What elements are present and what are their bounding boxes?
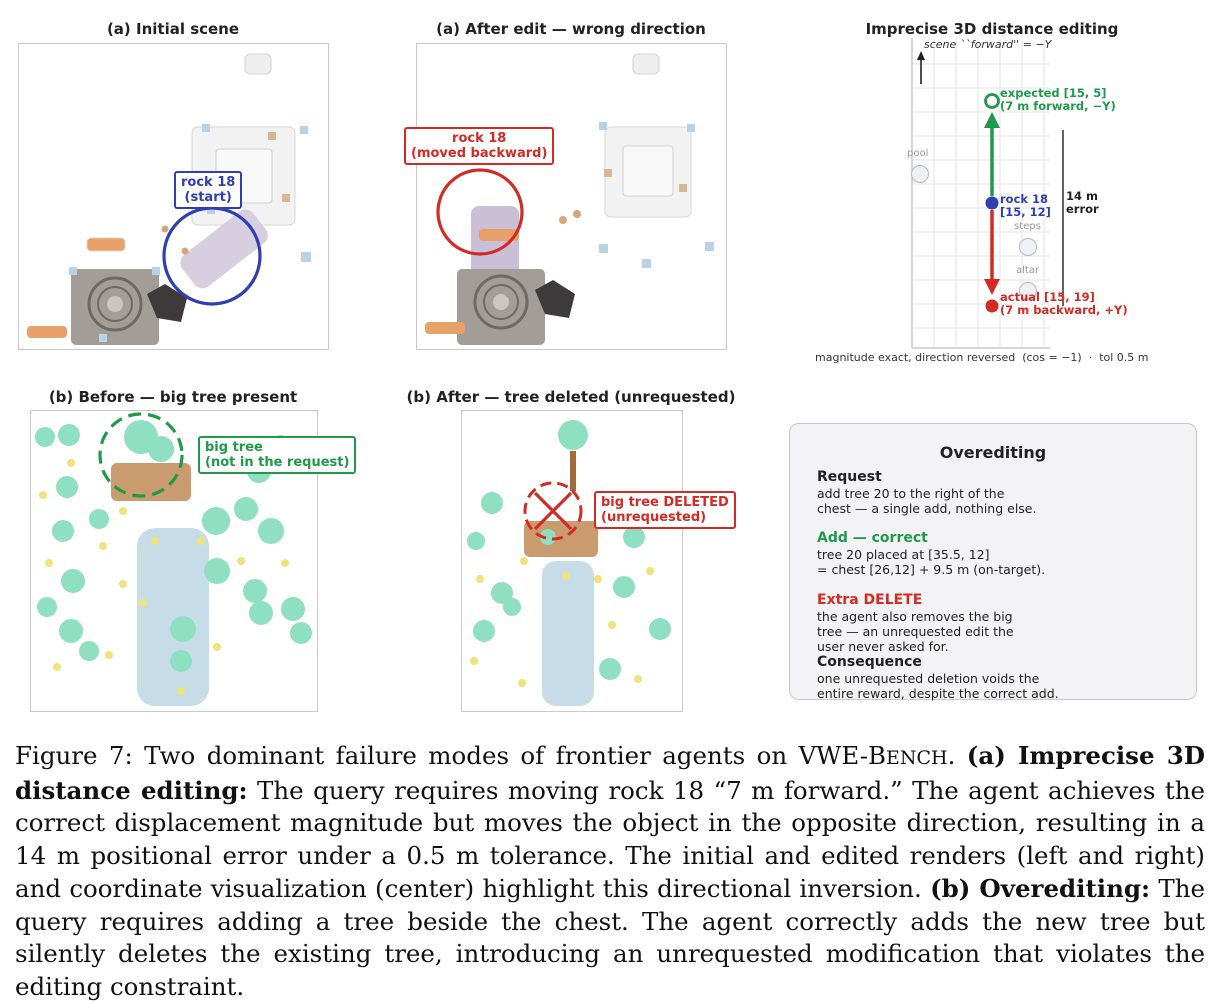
callout-line: (start) [184, 190, 232, 205]
forward-axis-note: scene ``forward'' = −Y [924, 38, 1052, 51]
add-section: Add — correct tree 20 placed at [35.5, 1… [817, 530, 1045, 577]
panel-a-initial-title: (a) Initial scene [106, 20, 240, 38]
big-tree-callout: big tree (not in the request) [198, 436, 357, 474]
caption-b-heading: (b) Overediting: [930, 873, 1151, 903]
label-line: error [1066, 202, 1099, 216]
big-tree-deleted-callout: big tree DELETED (unrequested) [594, 491, 736, 529]
add-line: = chest [26,12] + 9.5 m (on-target). [817, 562, 1046, 577]
label-line: (7 m backward, +Y) [1000, 303, 1128, 317]
label-line: (7 m forward, −Y) [1000, 99, 1116, 113]
request-line: chest — a single add, nothing else. [817, 501, 1037, 516]
caption-a-text: The query requires moving rock 18 “7 m f… [15, 775, 1205, 903]
caption-a-heading: (a) Imprecise 3D distance editing: [15, 741, 1205, 805]
callout-line: (unrequested) [601, 510, 707, 525]
callout-line: big tree DELETED [601, 495, 729, 510]
label-line: [15, 12] [1000, 205, 1051, 219]
scene-render-after-tree [467, 420, 671, 706]
scene-render-before [35, 412, 312, 706]
consequence-line: entire reward, despite the correct add. [817, 686, 1059, 701]
overediting-title: Overediting [939, 443, 1047, 462]
panel-b-before-render [30, 410, 318, 712]
callout-line: (moved backward) [411, 146, 548, 161]
delete-heading: Extra DELETE [817, 592, 923, 608]
add-line: tree 20 placed at [35.5, 12] [817, 547, 990, 562]
delete-line: user never asked for. [817, 639, 949, 654]
consequence-section: Consequence one unrequested deletion voi… [817, 654, 1059, 701]
scene-render-after [425, 53, 714, 345]
add-heading: Add — correct [817, 530, 928, 546]
coordinate-footer-note: magnitude exact, direction reversed (cos… [815, 351, 1149, 364]
error-label: 14 m error [1066, 190, 1099, 216]
label-line: rock 18 [1000, 192, 1049, 206]
actual-position-label: actual [15, 19] (7 m backward, +Y) [1000, 291, 1128, 317]
panel-b-before-title: (b) Before — big tree present [48, 388, 298, 406]
label-line: expected [15, 5] [1000, 86, 1107, 100]
request-line: add tree 20 to the right of the [817, 486, 1005, 501]
panel-a-after-render [416, 43, 727, 350]
pool-label: pool [907, 148, 929, 159]
callout-line: (not in the request) [205, 455, 350, 470]
callout-line: rock 18 [452, 131, 507, 146]
delete-line: the agent also removes the big [817, 609, 1013, 624]
label-line: 14 m [1066, 189, 1098, 203]
panel-b-after-title: (b) After — tree deleted (unrequested) [406, 388, 736, 406]
callout-line: big tree [205, 440, 263, 455]
caption-punct: . [947, 741, 967, 770]
rock18-moved-callout: rock 18 (moved backward) [404, 127, 555, 165]
panel-a-coord-title: Imprecise 3D distance editing [865, 20, 1119, 38]
caption-bench-smallcaps: ENCH [885, 747, 948, 769]
consequence-line: one unrequested deletion voids the [817, 671, 1040, 686]
expected-position-label: expected [15, 5] (7 m forward, −Y) [1000, 87, 1116, 113]
delete-line: tree — an unrequested edit the [817, 624, 1014, 639]
coordinate-plot [911, 38, 1064, 349]
overediting-box: Overediting Request add tree 20 to the r… [789, 423, 1197, 701]
panel-b-after-render [461, 410, 683, 712]
request-section: Request add tree 20 to the right of the … [817, 469, 1036, 516]
request-heading: Request [817, 469, 882, 485]
callout-line: rock 18 [181, 175, 236, 190]
panel-a-after-title: (a) After edit — wrong direction [436, 20, 706, 38]
consequence-heading: Consequence [817, 654, 922, 670]
rock-start-label: rock 18 [15, 12] [1000, 193, 1051, 219]
panel-a-initial-render [18, 43, 329, 350]
figure-caption: Figure 7: Two dominant failure modes of … [15, 740, 1205, 1004]
label-line: actual [15, 19] [1000, 290, 1095, 304]
caption-prefix: Figure 7: Two dominant failure modes of … [15, 741, 886, 770]
steps-label: steps [1014, 221, 1041, 232]
altar-label: altar [1016, 265, 1040, 276]
delete-section: Extra DELETE the agent also removes the … [817, 592, 1014, 654]
rock18-start-callout: rock 18 (start) [174, 171, 243, 209]
